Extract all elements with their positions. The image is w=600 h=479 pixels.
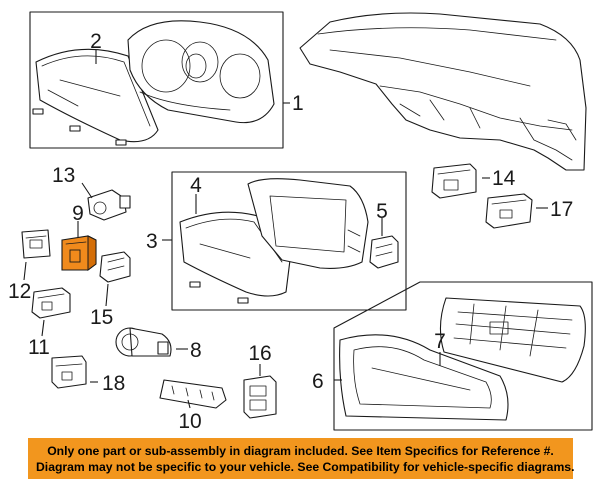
callout-18: 18	[102, 372, 125, 395]
callout-5: 5	[376, 200, 388, 223]
part-14-switch	[431, 163, 477, 199]
group-6-frame	[333, 281, 593, 431]
callout-3: 3	[146, 230, 158, 253]
part-9-highlighted-switch	[61, 235, 97, 271]
part-7-control-panel	[439, 297, 586, 383]
group-3-frame	[171, 171, 407, 311]
part-10-switch-panel	[159, 379, 227, 409]
leader-lines	[23, 50, 548, 409]
part-15-bracket	[99, 251, 131, 283]
part-18-switch	[51, 355, 87, 389]
notice-line-1: Only one part or sub-assembly in diagram…	[47, 444, 554, 458]
callout-13: 13	[52, 164, 75, 187]
callout-11: 11	[28, 336, 50, 359]
callout-16: 16	[248, 342, 271, 365]
group-1-frame	[29, 11, 284, 149]
notice-banner: Only one part or sub-assembly in diagram…	[28, 438, 575, 479]
notice-line-2: Diagram may not be specific to your vehi…	[36, 460, 575, 474]
callout-14: 14	[492, 167, 516, 190]
callout-6: 6	[312, 370, 324, 393]
part-8-combination-switch	[115, 327, 172, 357]
callout-17: 17	[550, 198, 573, 221]
part-6-bezel	[339, 334, 509, 421]
part-11-switch	[31, 287, 71, 319]
callout-2: 2	[90, 30, 102, 53]
callout-7: 7	[434, 330, 446, 353]
part-3-cluster-housing	[247, 178, 369, 269]
part-2-cluster-lens	[32, 48, 159, 146]
callout-9: 9	[72, 202, 84, 225]
part-13-switch	[87, 189, 131, 221]
callout-12: 12	[8, 280, 31, 303]
callout-8: 8	[190, 339, 202, 362]
callout-4: 4	[190, 174, 202, 197]
part-1-cluster-housing	[127, 20, 275, 124]
callout-1: 1	[292, 92, 304, 115]
dashboard-panel	[299, 12, 587, 171]
part-12-switch	[21, 229, 51, 259]
callout-15: 15	[90, 306, 113, 329]
part-17-switch	[485, 193, 533, 229]
callout-numbers: 2 1 13 4 5 9 3 14 17 12 15 11 8 16 6 7 1…	[8, 30, 573, 433]
part-16-switch	[243, 375, 277, 419]
callout-10: 10	[178, 410, 201, 433]
part-5-connector	[369, 235, 399, 269]
